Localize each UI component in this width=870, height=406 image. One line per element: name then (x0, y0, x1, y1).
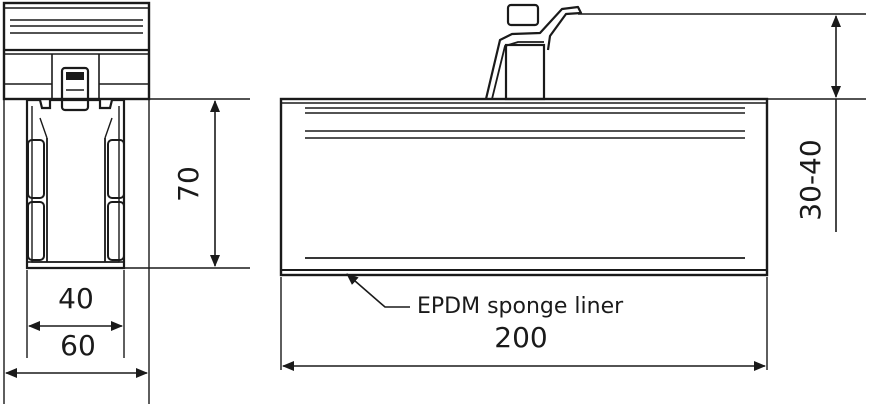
side-pad-right-lower (107, 201, 125, 261)
side-pad-left-lower (27, 201, 45, 261)
dim-length: 200 (282, 321, 766, 371)
dim-outer-width-label: 60 (60, 329, 96, 362)
clamp-spring (484, 5, 583, 100)
clamp-screw (60, 66, 90, 112)
dim-inner-width: 40 (28, 282, 123, 331)
bottom-liner (26, 261, 125, 269)
dim-clamp-range-label: 30-40 (794, 139, 827, 220)
dim-inner-width-label: 40 (58, 282, 94, 315)
side-pad-right-upper (107, 139, 125, 199)
clamp-knob (506, 3, 540, 27)
dim-outer-width: 60 (5, 329, 148, 378)
clamp-post (504, 43, 546, 101)
side-view (2, 1, 250, 404)
dim-length-label: 200 (494, 321, 547, 354)
liner-label: EPDM sponge liner (417, 294, 624, 319)
dim-height: 70 (172, 100, 220, 267)
side-pad-left-upper (27, 139, 45, 199)
liner-leader: EPDM sponge liner (346, 273, 624, 319)
dim-height-label: 70 (172, 166, 205, 202)
dim-clamp-range: 30-40 (794, 14, 841, 232)
front-view (279, 3, 866, 370)
channel-body (279, 97, 769, 277)
